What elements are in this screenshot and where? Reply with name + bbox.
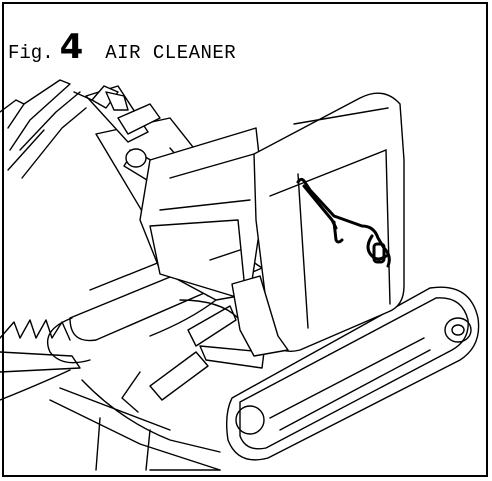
- air-cleaner-callout: [296, 177, 391, 268]
- arm-linkage: [73, 85, 161, 143]
- arm: [0, 79, 87, 179]
- figure-title: AIR CLEANER: [105, 42, 237, 64]
- undercarriage: [49, 379, 221, 471]
- figure-prefix: Fig.: [8, 42, 54, 64]
- upper-frame: [139, 127, 265, 301]
- figure-caption: Fig. 4 AIR CLEANER: [8, 30, 236, 70]
- cab: [231, 92, 405, 357]
- figure-number: 4: [59, 27, 84, 67]
- dozer-blade: [0, 319, 81, 401]
- track-frame-rear: [225, 286, 480, 461]
- boom-lower-cylinders: [121, 299, 265, 413]
